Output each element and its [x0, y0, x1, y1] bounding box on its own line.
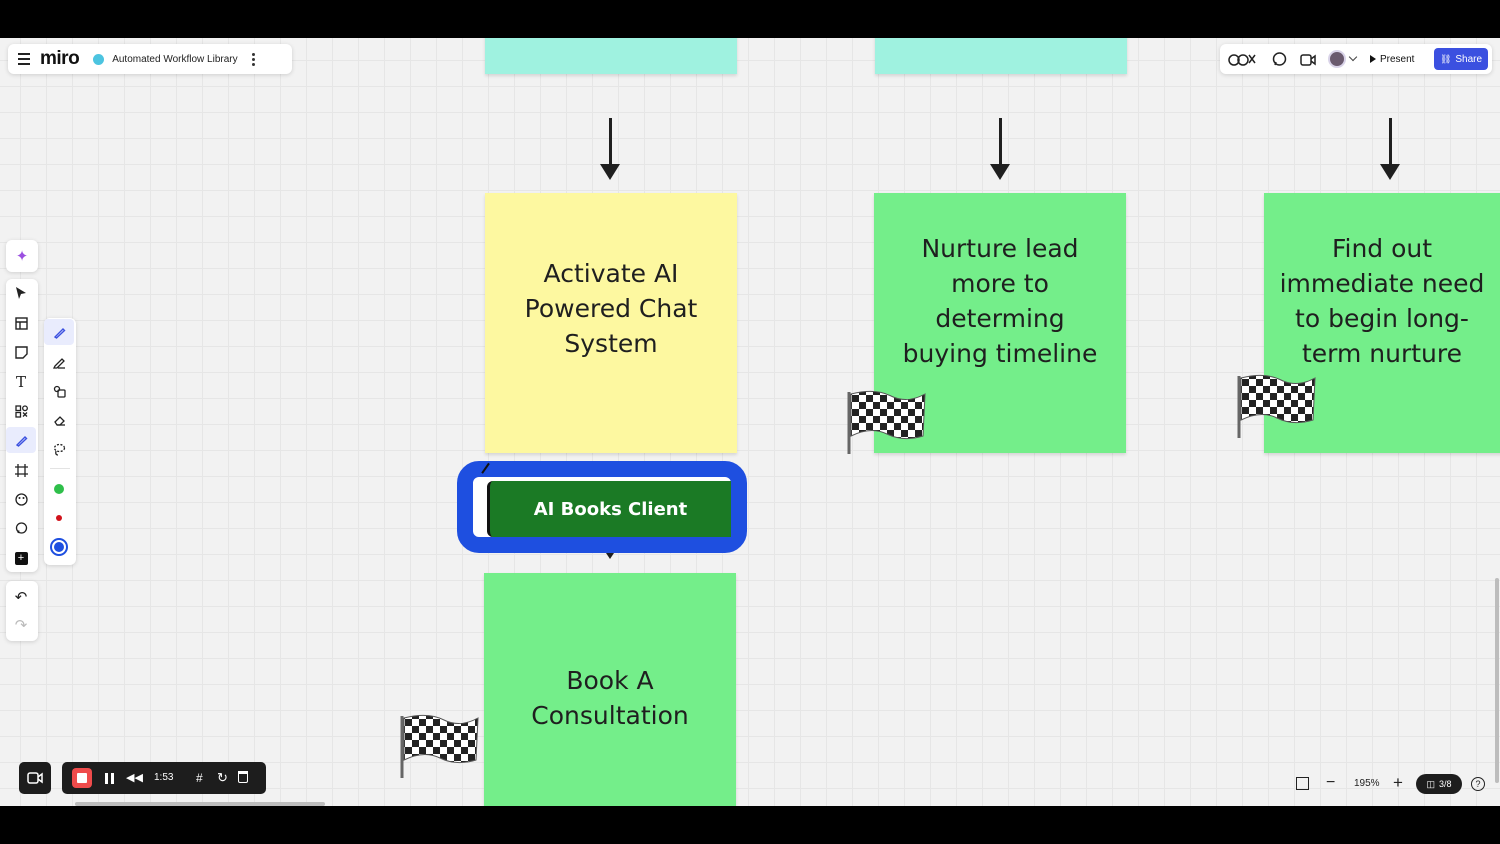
- connector-arrow[interactable]: [990, 118, 1010, 180]
- board-icon: [93, 53, 105, 65]
- recording-controls: ◀◀ 1:53 # ↻: [62, 762, 266, 794]
- card-label: AI Books Client: [487, 481, 731, 537]
- ai-assist-button[interactable]: ✦: [6, 240, 38, 272]
- help-icon[interactable]: ?: [1471, 777, 1485, 791]
- zoom-out-button[interactable]: −: [1326, 774, 1336, 791]
- board-title[interactable]: Automated Workflow Library: [112, 53, 238, 65]
- left-toolbar: T +: [6, 279, 38, 572]
- sticky-note-top-middle[interactable]: [875, 38, 1127, 74]
- more-options-icon[interactable]: [251, 52, 255, 66]
- sticky-line: Find out: [1331, 233, 1433, 263]
- connector-arrow[interactable]: [1380, 118, 1400, 180]
- stop-recording-button[interactable]: [72, 768, 92, 788]
- trash-icon[interactable]: [238, 771, 248, 783]
- checkered-flag-icon: [847, 390, 926, 454]
- ai-books-client-card[interactable]: AI Books Client: [457, 461, 747, 553]
- sticky-line: term nurture: [1301, 338, 1463, 368]
- page-indicator-label: 3/8: [1439, 779, 1452, 789]
- redo-icon[interactable]: ↷: [14, 617, 28, 634]
- select-icon[interactable]: [6, 280, 36, 306]
- pause-icon[interactable]: [105, 773, 114, 784]
- sticky-note-top-left[interactable]: [485, 38, 737, 74]
- comments-icon[interactable]: [1272, 52, 1287, 72]
- menu-icon[interactable]: [18, 53, 30, 65]
- vertical-scrollbar[interactable]: [1495, 578, 1499, 783]
- frame-icon[interactable]: [6, 457, 36, 483]
- templates-icon[interactable]: [6, 310, 36, 336]
- eraser-icon[interactable]: [44, 407, 74, 433]
- text-icon[interactable]: T: [15, 373, 26, 391]
- miro-logo[interactable]: miro: [40, 48, 80, 69]
- chevron-down-icon[interactable]: [1348, 52, 1358, 62]
- pen-toolbar: [44, 318, 76, 565]
- sticky-line: buying timeline: [902, 338, 1098, 368]
- sticky-line: System: [564, 328, 658, 358]
- stickers-icon[interactable]: [6, 486, 36, 512]
- share-label: Share: [1455, 53, 1483, 65]
- sticky-line: immediate need: [1279, 268, 1485, 298]
- color-swatch-green[interactable]: [44, 476, 74, 502]
- sticky-line: Powered Chat: [524, 293, 698, 323]
- shapes-icon[interactable]: [6, 398, 36, 424]
- board-header: miro Automated Workflow Library: [8, 44, 292, 74]
- sticky-line: Activate AI: [543, 258, 679, 288]
- present-label: Present: [1380, 53, 1415, 65]
- more-icon[interactable]: +: [6, 545, 36, 571]
- connector-arrowhead: [604, 550, 616, 559]
- play-icon: [1370, 55, 1376, 63]
- present-button[interactable]: Present: [1370, 49, 1414, 69]
- video-call-icon[interactable]: [1300, 53, 1316, 71]
- undo-redo-panel: ↶ ↷: [6, 581, 38, 641]
- sticky-note-icon[interactable]: [6, 339, 36, 365]
- zoom-level[interactable]: 195%: [1354, 778, 1380, 789]
- pen-icon[interactable]: [6, 427, 36, 453]
- sticky-note-find-out-need[interactable]: Find out immediate need to begin long- t…: [1264, 193, 1500, 453]
- sticky-note-book-consultation[interactable]: Book A Consultation: [484, 573, 736, 806]
- color-swatch-red[interactable]: [44, 505, 74, 531]
- share-button[interactable]: ⛓ Share: [1434, 48, 1488, 70]
- sticky-line: Consultation: [531, 701, 689, 730]
- page-indicator[interactable]: ◫ 3/8: [1416, 774, 1462, 794]
- sticky-line: determing: [935, 303, 1065, 333]
- rewind-icon[interactable]: ◀◀: [126, 772, 143, 784]
- sticky-note-activate-ai[interactable]: Activate AI Powered Chat System: [485, 193, 737, 453]
- sticky-line: Book A: [566, 666, 654, 695]
- avatar[interactable]: [1328, 50, 1346, 68]
- sticky-line: more to: [951, 268, 1049, 298]
- connector-arrow[interactable]: [600, 118, 620, 180]
- smart-draw-icon[interactable]: [44, 378, 74, 404]
- board-canvas[interactable]: Activate AI Powered Chat System Nurture …: [0, 38, 1500, 806]
- pen-icon[interactable]: [44, 319, 74, 345]
- grid-icon[interactable]: #: [196, 771, 203, 785]
- lasso-icon[interactable]: [44, 436, 74, 462]
- share-icon: ⛓: [1439, 53, 1452, 64]
- sticky-line: to begin long-: [1295, 303, 1469, 333]
- color-swatch-blue[interactable]: [44, 534, 74, 560]
- zoom-in-button[interactable]: +: [1393, 773, 1403, 792]
- marker-icon[interactable]: [44, 349, 74, 375]
- undo-icon[interactable]: ↶: [14, 589, 28, 606]
- zoom-controls: − 195% + ◫ 3/8 ?: [1290, 770, 1492, 798]
- checkered-flag-icon: [1237, 374, 1316, 438]
- frames-icon: ◫: [1426, 778, 1435, 789]
- checkered-flag-icon: [400, 714, 479, 778]
- horizontal-scrollbar[interactable]: [75, 802, 325, 806]
- sticky-line: Nurture lead: [921, 233, 1079, 263]
- fit-to-screen-icon[interactable]: [1296, 777, 1309, 790]
- collaboration-toolbar: Present ⛓ Share: [1220, 44, 1492, 74]
- recording-time: 1:53: [154, 772, 174, 783]
- restart-icon[interactable]: ↻: [217, 770, 228, 785]
- camera-toggle-button[interactable]: [19, 762, 51, 794]
- reactions-icon[interactable]: [1228, 51, 1258, 67]
- comment-icon[interactable]: [6, 515, 36, 541]
